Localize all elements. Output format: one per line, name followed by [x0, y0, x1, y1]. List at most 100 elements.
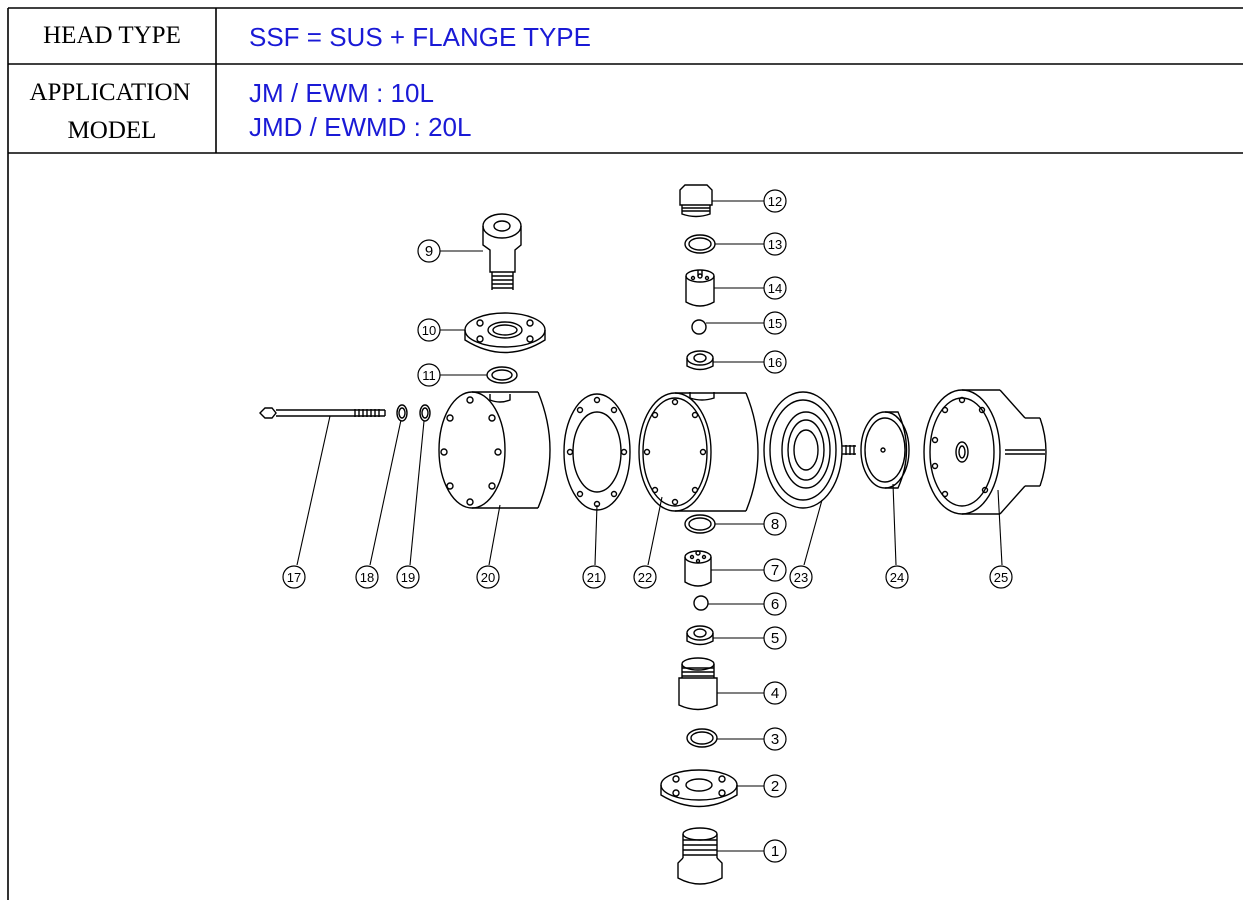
callout-12: 12	[763, 189, 787, 213]
callout-6: 6	[763, 592, 787, 616]
part-14-valve-guide	[685, 269, 715, 307]
callout-label: 2	[771, 778, 779, 795]
part-11-o-ring	[486, 366, 518, 384]
callout-circle	[582, 565, 606, 589]
callout-5: 5	[763, 626, 787, 650]
callout-circle	[763, 276, 787, 300]
part-1-fitting	[677, 827, 723, 885]
head-type-value: SSF = SUS + FLANGE TYPE	[249, 22, 591, 52]
callout-24: 24	[885, 565, 909, 589]
callout-circle	[789, 565, 813, 589]
callout-circle	[989, 565, 1013, 589]
part-22-pump-body	[638, 392, 759, 512]
callout-circle	[763, 681, 787, 705]
callout-circle	[763, 311, 787, 335]
callout-label: 13	[768, 237, 782, 252]
callout-circle	[763, 626, 787, 650]
callout-label: 17	[287, 570, 301, 585]
callout-circle	[763, 350, 787, 374]
part-10-flange	[464, 312, 546, 354]
part-18-washer	[396, 404, 408, 422]
callout-circle	[763, 592, 787, 616]
head-type-label: HEAD TYPE	[43, 22, 181, 49]
callout-22: 22	[633, 565, 657, 589]
part-9-fitting	[482, 213, 522, 290]
callout-9: 9	[417, 239, 441, 263]
callout-13: 13	[763, 232, 787, 256]
callout-label: 6	[771, 596, 779, 613]
callout-19: 19	[396, 565, 420, 589]
callout-16: 16	[763, 350, 787, 374]
application-label-line1: APPLICATION	[29, 79, 191, 106]
callout-label: 18	[360, 570, 374, 585]
callout-circle	[885, 565, 909, 589]
callout-18: 18	[355, 565, 379, 589]
callout-label: 8	[771, 516, 779, 533]
callout-23: 23	[789, 565, 813, 589]
callout-circle	[417, 363, 441, 387]
callout-3: 3	[763, 727, 787, 751]
callout-10: 10	[417, 318, 441, 342]
callout-14: 14	[763, 276, 787, 300]
callout-label: 5	[771, 630, 779, 647]
callout-circle	[763, 727, 787, 751]
callout-circle	[417, 239, 441, 263]
part-8-o-ring	[684, 514, 716, 534]
callout-circle	[763, 774, 787, 798]
callout-17: 17	[282, 565, 306, 589]
part-6-ball	[693, 595, 709, 611]
callout-label: 14	[768, 281, 782, 296]
callout-11: 11	[417, 363, 441, 387]
part-16-valve-seat	[686, 350, 714, 371]
callout-label: 12	[768, 194, 782, 209]
part-3-o-ring	[686, 728, 718, 748]
callout-label: 22	[638, 570, 652, 585]
part-13-o-ring	[684, 234, 716, 254]
callout-2: 2	[763, 774, 787, 798]
callout-20: 20	[476, 565, 500, 589]
callout-1: 1	[763, 839, 787, 863]
callout-8: 8	[763, 512, 787, 536]
part-24-holder	[860, 411, 910, 489]
callout-circle	[763, 512, 787, 536]
callout-label: 19	[401, 570, 415, 585]
callout-circle	[763, 232, 787, 256]
callout-label: 25	[994, 570, 1008, 585]
part-23-diaphragm-assembly	[763, 391, 856, 509]
callout-label: 20	[481, 570, 495, 585]
part-15-ball	[691, 319, 707, 335]
callout-label: 1	[771, 843, 779, 860]
callout-7: 7	[763, 558, 787, 582]
callout-4: 4	[763, 681, 787, 705]
part-5-valve-seat	[686, 625, 714, 646]
callout-label: 24	[890, 570, 904, 585]
callout-label: 10	[422, 323, 436, 338]
callout-circle	[633, 565, 657, 589]
part-21-diaphragm	[563, 393, 631, 511]
callout-label: 21	[587, 570, 601, 585]
leader-lines	[296, 200, 1003, 852]
callout-label: 3	[771, 731, 779, 748]
callout-circle	[763, 189, 787, 213]
part-2-flange	[660, 769, 738, 808]
callout-label: 16	[768, 355, 782, 370]
part-4-adapter	[678, 657, 718, 711]
part-25-housing	[923, 389, 1047, 515]
application-value-line1: JM / EWM : 10L	[249, 78, 434, 108]
part-17-bolt	[259, 407, 386, 419]
callout-21: 21	[582, 565, 606, 589]
callout-label: 7	[771, 562, 779, 579]
part-12-cap	[679, 184, 713, 218]
callout-circle	[417, 318, 441, 342]
callout-circle	[355, 565, 379, 589]
callout-circle	[396, 565, 420, 589]
callout-label: 15	[768, 316, 782, 331]
callout-15: 15	[763, 311, 787, 335]
callout-circle	[763, 839, 787, 863]
callout-circle	[476, 565, 500, 589]
application-label-line2: MODEL	[67, 117, 157, 144]
part-20-pump-head	[438, 391, 551, 509]
application-value-line2: JMD / EWMD : 20L	[249, 112, 472, 142]
